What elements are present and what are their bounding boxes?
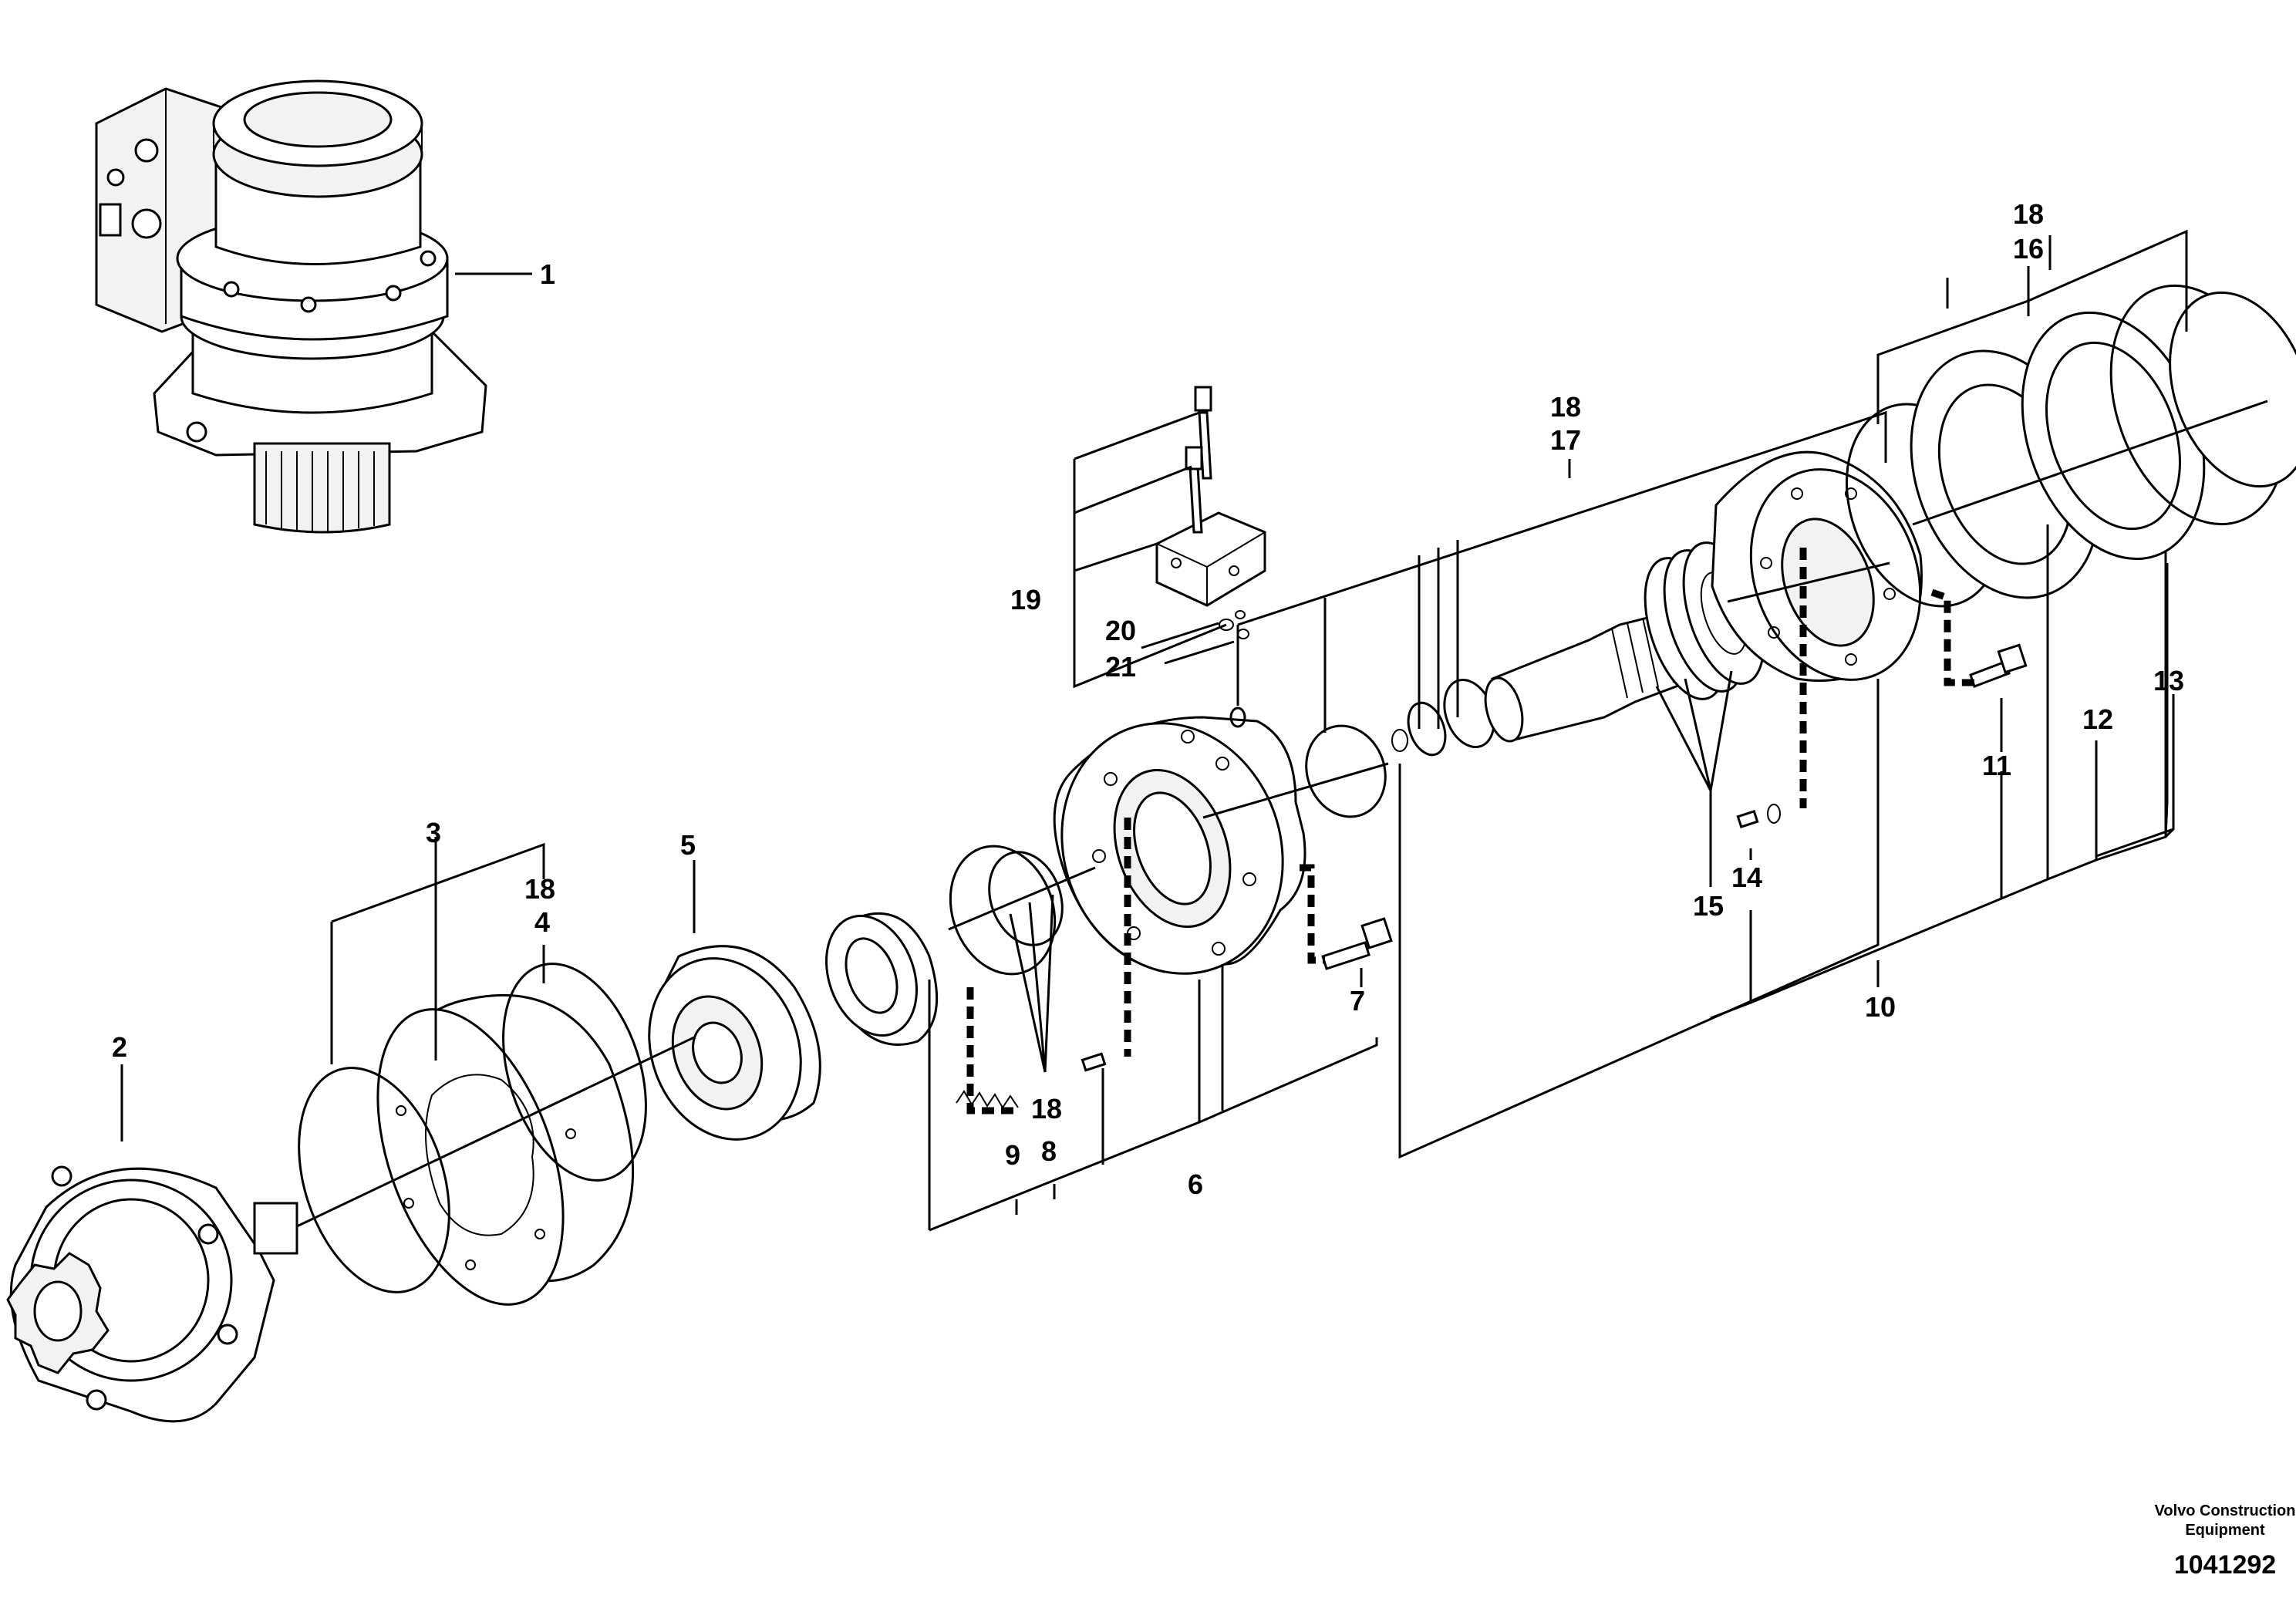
part-20-o-ring <box>1219 619 1234 631</box>
part-10-brake-housing <box>1711 450 1923 682</box>
washer <box>1407 701 1447 757</box>
part-21-o-ring <box>1237 629 1249 639</box>
part-21-o-ring-b <box>1235 610 1246 619</box>
part-16-cover-plate <box>2169 291 2296 488</box>
callout-17: 17 <box>1550 424 1581 456</box>
small-seal <box>1391 729 1408 752</box>
part-19-valve-block <box>1155 386 1266 607</box>
callout-3: 3 <box>426 817 441 848</box>
callout-20: 20 <box>1105 615 1136 646</box>
part-4-o-ring-large <box>502 963 647 1182</box>
assembly-axis-lines <box>296 400 2268 1228</box>
part-2-flange-pinion <box>6 1165 298 1423</box>
part-1-swing-motor-assembly <box>95 79 487 534</box>
callout-18-b: 18 <box>1031 1093 1062 1125</box>
callout-10: 10 <box>1865 991 1896 1023</box>
callout-1: 1 <box>540 258 555 290</box>
o-ring-housing <box>1305 724 1387 818</box>
company-name-line2: Equipment <box>2185 1522 2265 1539</box>
part-14-pin <box>1736 810 1759 828</box>
footer-block: Volvo Construction Equipment 1041292 <box>2155 1502 2296 1580</box>
part-12-brake-piston <box>1910 311 2206 599</box>
callout-13: 13 <box>2153 665 2184 696</box>
assembly-dashed-guides <box>966 548 1974 1114</box>
small-seal-14 <box>1767 804 1781 824</box>
callout-leader-lines <box>120 229 2188 1232</box>
callout-18-a: 18 <box>524 873 555 905</box>
callout-11: 11 <box>1982 750 2011 781</box>
callout-19: 19 <box>1010 584 1041 615</box>
part-9-spring <box>956 1090 1019 1109</box>
callout-2: 2 <box>112 1031 127 1063</box>
part-distributor <box>825 912 939 1046</box>
small-o-ring <box>1229 706 1246 728</box>
callout-12: 12 <box>2082 703 2113 735</box>
part-8-pin <box>1081 1052 1107 1072</box>
callout-9: 9 <box>1005 1139 1020 1171</box>
callout-labels: 1 2 3 18 4 5 18 9 8 6 7 19 20 21 18 17 1… <box>112 198 2184 1200</box>
part-drive-shaft <box>1484 608 1698 743</box>
callout-21: 21 <box>1105 651 1136 683</box>
callout-6: 6 <box>1188 1168 1203 1200</box>
callout-16: 16 <box>2013 233 2044 265</box>
callout-18-d: 18 <box>2013 198 2044 230</box>
callout-14: 14 <box>1731 862 1762 893</box>
callout-8: 8 <box>1041 1135 1057 1167</box>
callout-7: 7 <box>1350 985 1365 1017</box>
callout-4: 4 <box>534 906 550 938</box>
callout-18-c: 18 <box>1550 391 1581 423</box>
part-6-housing <box>1053 716 1306 975</box>
part-11-bolt <box>1969 643 2028 688</box>
part-5-cylinder-block <box>648 945 821 1141</box>
callout-15: 15 <box>1693 890 1724 922</box>
part-3-cam-ring <box>376 993 635 1306</box>
drawing-number: 1041292 <box>2174 1550 2276 1580</box>
callout-5: 5 <box>680 829 696 861</box>
part-7-bolt <box>1321 917 1393 970</box>
company-name-line1: Volvo Construction <box>2155 1502 2296 1519</box>
